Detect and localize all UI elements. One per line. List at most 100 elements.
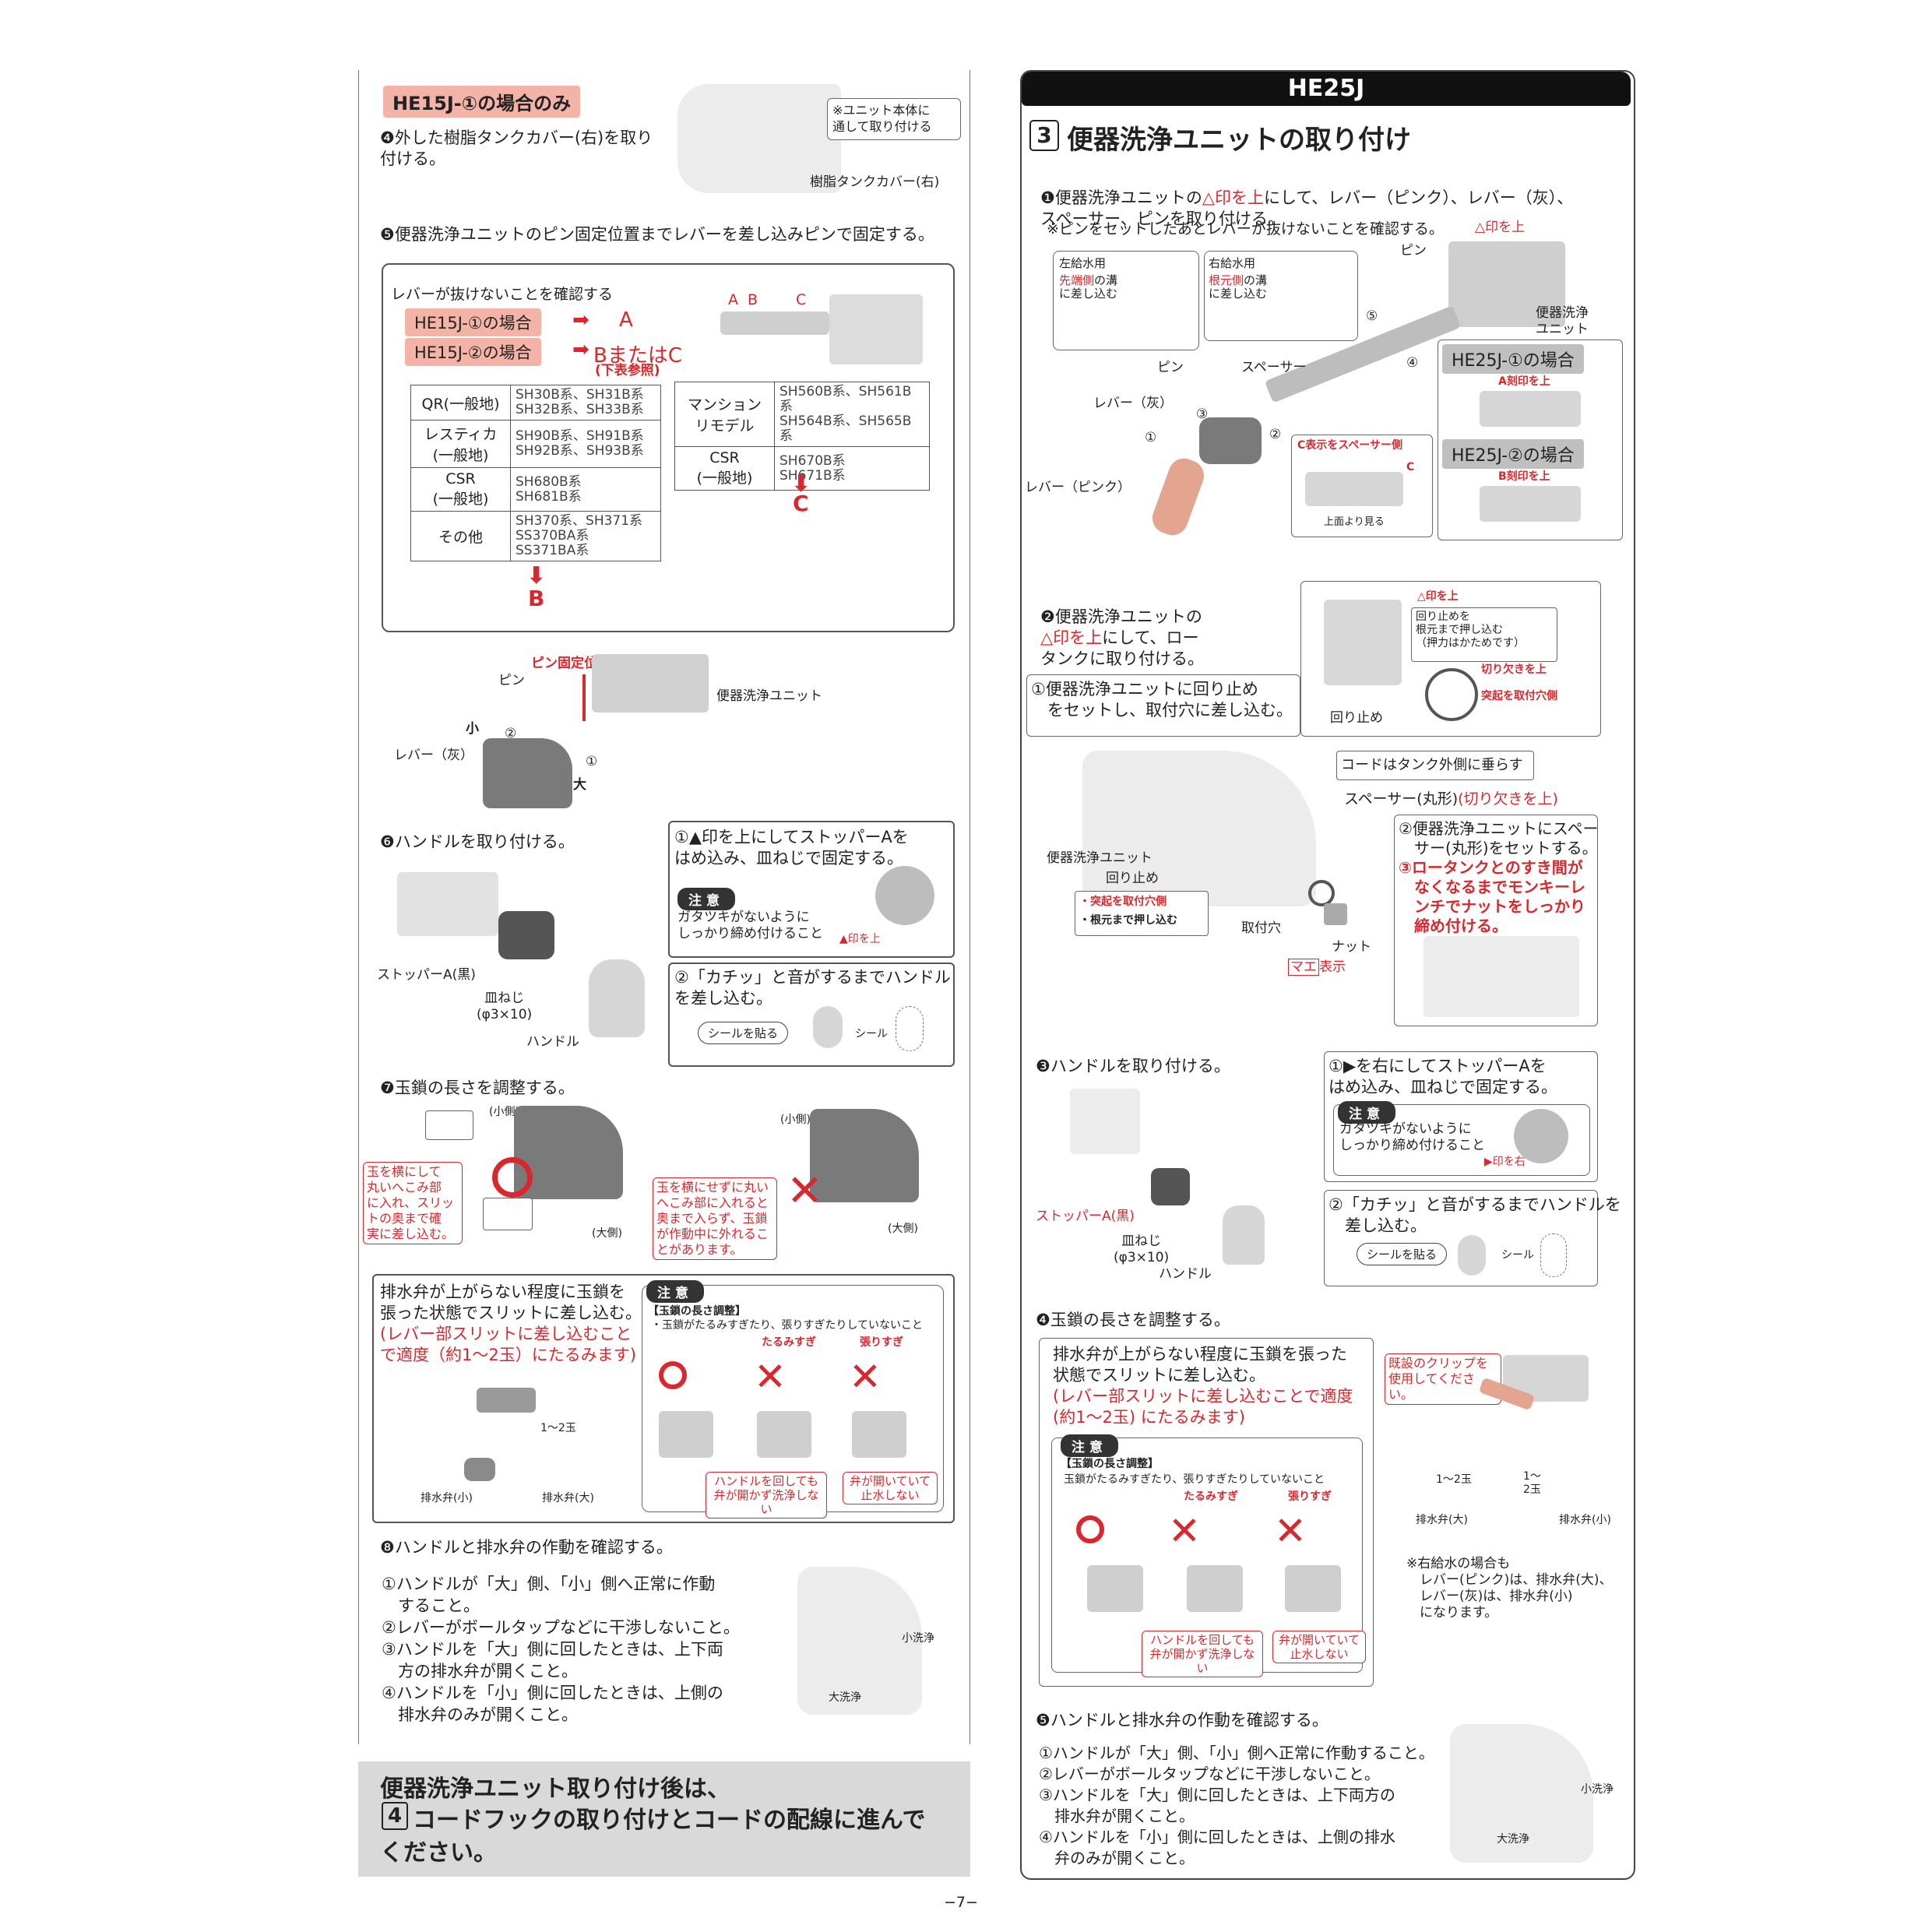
table-right-result: C	[793, 491, 809, 516]
slot-detail-bottom	[483, 1198, 533, 1230]
chain-ok-valve-illustration	[659, 1411, 713, 1458]
num1-label: ①	[586, 754, 598, 769]
handle-wall-illustration	[397, 872, 498, 936]
he15j2-arrow: ➡	[572, 338, 589, 361]
c-letter-label: C	[1406, 461, 1415, 473]
chain-ok-illustration	[514, 1106, 623, 1199]
abc-label-a: A	[728, 291, 738, 308]
step4-text: ❹外した樹脂タンクカバー(右)を取り 付ける。	[380, 128, 653, 168]
s3-note-text: ガタツキがないように しっかり締め付けること	[1339, 1121, 1485, 1153]
right-column-frame	[1020, 70, 1635, 1880]
stopper-illustration	[498, 911, 554, 959]
chain-adjust-desc: ・玉鎖がたるみすぎたり、張りすぎたりしていないこと	[651, 1319, 924, 1332]
clip-note-box: 既設のクリップを 使用してくださ い。	[1385, 1353, 1501, 1405]
table-left-arrow: ⬇	[526, 562, 547, 589]
s2-1-box	[1026, 674, 1300, 737]
right-supply-text: の溝 に差し込む	[1209, 273, 1268, 301]
left-supply-desc: 先端側の溝 に差し込む	[1059, 274, 1117, 301]
step8-tank-illustration	[797, 1567, 922, 1715]
s5-list: ①ハンドルが「大」側、「小」側へ正常に作動すること。 ②レバーがボールタップなど…	[1039, 1744, 1434, 1867]
s2-text-a: ❷便器洗浄ユニットの	[1040, 607, 1202, 626]
tank-cover-label: 樹脂タンクカバー(右)	[810, 174, 940, 190]
s4-ok-valve-illustration	[1087, 1565, 1143, 1612]
s1-text: ❶便器洗浄ユニットの△印を上にして、レバー（ピンク）、レバー（灰）、 スペーサー…	[1040, 167, 1601, 230]
washer-illustration	[1308, 880, 1335, 906]
b-mark-up: B刻印を上	[1498, 470, 1550, 483]
step5-text: ❺便器洗浄ユニットのピン固定位置までレバーを差し込みピンで固定する。	[380, 225, 934, 244]
s2-2a-text: ②便器洗浄ユニットにスペー サー(丸形)をセットする。	[1399, 819, 1599, 857]
he15j1-label: HE15J-①の場合	[405, 308, 541, 336]
retainer-mark-up: △印を上	[1417, 590, 1459, 603]
c-spacer-side-label: C表示をスペーサー側	[1297, 439, 1403, 452]
side-small-ng: (小側)	[780, 1114, 811, 1126]
right-supply-note: ※右給水の場合も レバー(ピンク)は、排水弁(大)、 レバー(灰)は、排水弁(小…	[1406, 1556, 1613, 1621]
spacer-round-text: スペーサー(丸形)	[1344, 790, 1459, 808]
table-row: CSR (一般地)SH670B系 SH671B系	[674, 446, 930, 491]
cord-hang-box	[1336, 751, 1534, 780]
b-mark-illustration	[1480, 486, 1581, 522]
s1-text-b: にして、レバー（ピンク）、レバー（灰）、 スペーサー、ピンを取り付ける。	[1040, 188, 1574, 228]
cord-hang-text: コードはタンク外側に垂らす	[1341, 757, 1523, 773]
seal-outline	[896, 1006, 924, 1051]
side-large-ng: (大側)	[888, 1223, 918, 1235]
s4-tight-valve-illustration	[1285, 1565, 1341, 1612]
seal-attach-pill: シールを貼る	[698, 1022, 789, 1044]
s4-chain-count-b: 1〜 2玉	[1523, 1470, 1541, 1496]
section-num: 3	[1036, 122, 1052, 148]
s4-loose-result: ハンドルを回しても 弁が開かず洗浄しない	[1142, 1631, 1263, 1677]
right-supply-red: 根元側	[1209, 273, 1244, 287]
side-small-ok: (小側)	[489, 1106, 519, 1118]
s5-tank-illustration	[1450, 1724, 1593, 1863]
s4-red-text: (レバー部スリットに差し込むことで適度 (約1〜2玉) にたるみます)	[1053, 1387, 1353, 1427]
s4-too-loose: たるみすぎ	[1184, 1490, 1238, 1503]
s4-loose-valve-illustration	[1187, 1565, 1243, 1612]
bullets-box	[1075, 891, 1209, 936]
left-supply-box	[1053, 251, 1199, 350]
chain-count-label: 1〜2玉	[540, 1422, 576, 1434]
he25j2-label: HE25J-②の場合	[1442, 439, 1584, 469]
a-mark-illustration	[1480, 391, 1581, 427]
abc-label-b: B	[748, 291, 758, 308]
spacer-round-red: (切り欠きを上)	[1458, 790, 1558, 808]
s3-note-tag: 注意	[1338, 1101, 1395, 1124]
s3-screw-label: 皿ねじ (φ3×10)	[1114, 1233, 1170, 1265]
he15j-only-label: HE15J-①の場合のみ	[383, 86, 581, 118]
s3-mark-right: ▶印を右	[1484, 1156, 1526, 1168]
small-label: 小	[466, 721, 479, 737]
left-supply-label: 左給水用	[1059, 256, 1107, 270]
check-lever-text: レバーが抜けないことを確認する	[391, 286, 614, 303]
table-cell-name: CSR (一般地)	[410, 467, 511, 512]
bullet2: ・根元まで押し込む	[1079, 914, 1177, 927]
lever-grey-label: レバー（灰）	[394, 748, 473, 763]
s4-valve-small: 排水弁(小)	[1559, 1514, 1611, 1526]
next-step-banner	[358, 1761, 970, 1877]
s3-stopper-illustration	[1151, 1168, 1190, 1205]
chain-ng-illustration	[810, 1109, 919, 1202]
chain-main-text: 排水弁が上がらない程度に玉鎖を 張った状態でスリットに差し込む。	[380, 1283, 642, 1322]
num2-label-r: ②	[1269, 427, 1282, 442]
screw-label: 皿ねじ (φ3×10)	[477, 991, 533, 1022]
next-step-num: 4	[387, 1804, 403, 1828]
s4-adjust-title: 【玉鎖の長さ調整】	[1061, 1458, 1159, 1470]
table-left-result: B	[528, 586, 545, 611]
slot-detail-top	[425, 1110, 473, 1140]
s4-valve-large: 排水弁(大)	[1416, 1514, 1468, 1526]
s3-stopper-detail	[1514, 1109, 1568, 1163]
page-number: −7−	[944, 1894, 978, 1911]
lever-grey-illustration	[483, 738, 572, 808]
step6-stopper-detail	[875, 866, 934, 925]
ng-mark-icon: ✕	[787, 1166, 823, 1216]
s4-chain-count-a: 1〜2玉	[1436, 1473, 1472, 1486]
next-step-num-box: 4	[382, 1802, 408, 1830]
left-column-border-left	[358, 70, 359, 1744]
ok-mark-icon	[492, 1157, 533, 1198]
s2-text-red: △印を上	[1040, 628, 1103, 647]
valve-large-label: 排水弁(大)	[542, 1492, 594, 1504]
unit-label: 便器洗浄ユニット	[716, 688, 822, 704]
retainer-unit-illustration	[1324, 600, 1402, 685]
s3-seal-label: シール	[1501, 1249, 1534, 1262]
left-supply-text: の溝 に差し込む	[1059, 273, 1118, 301]
step6-note-tag: 注意	[677, 888, 735, 910]
